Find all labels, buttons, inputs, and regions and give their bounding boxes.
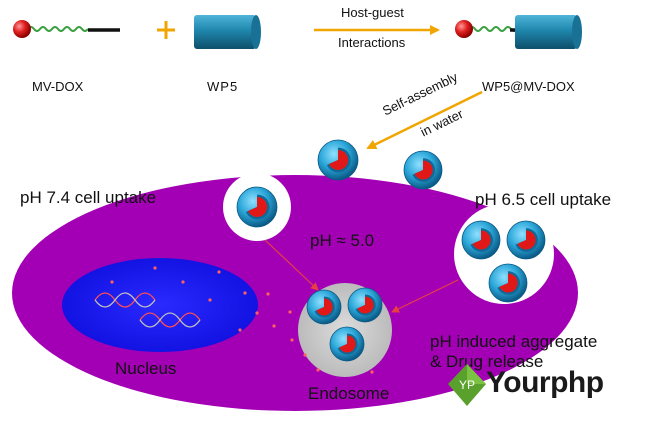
plus-icon: [157, 21, 175, 39]
watermark-text: Yourphp: [486, 366, 604, 399]
ph65-uptake-label: pH 6.5 cell uptake: [475, 190, 612, 209]
cell-body: [12, 175, 578, 411]
interactions-label: Interactions: [338, 35, 406, 50]
micelle-sphere: [461, 220, 501, 260]
arrow-right-to-endosome: [391, 279, 459, 313]
micelle-sphere: [329, 326, 365, 362]
endosome-label: Endosome: [308, 384, 390, 403]
host-guest-label: Host-guest: [341, 5, 404, 20]
micelle-sphere: [488, 263, 528, 303]
micelle-sphere: [317, 139, 359, 181]
micelle-sphere: [403, 150, 443, 190]
complex-label: WP5@MV-DOX: [482, 79, 575, 94]
release-label-line1: pH induced aggregate: [430, 332, 598, 351]
wp5-cylinder: [194, 15, 261, 49]
nucleus-label: Nucleus: [115, 359, 177, 378]
watermark-logo-icon: YP: [448, 364, 486, 406]
endosome-ph-label: pH ≈ 5.0: [310, 231, 375, 250]
watermark-badge: YP: [459, 378, 475, 392]
nucleus: [62, 258, 258, 352]
micelle-sphere: [236, 186, 278, 228]
release-label-line2: & Drug release: [430, 352, 544, 371]
micelles: [236, 139, 546, 362]
dna-icon: [94, 292, 201, 328]
drug-molecules: [110, 266, 374, 374]
arrow-left-to-endosome: [264, 239, 319, 291]
ph74-uptake-label: pH 7.4 cell uptake: [20, 188, 157, 207]
linker-chain: [27, 26, 89, 32]
mv-dox-molecule: [13, 20, 120, 38]
wp5-mv-dox-complex: [455, 15, 582, 49]
micelle-sphere: [306, 289, 342, 325]
micelle-sphere: [506, 220, 546, 260]
wp5-label: WP5: [207, 79, 239, 94]
micelle-sphere: [347, 287, 383, 323]
dox-ball: [13, 20, 31, 38]
mv-dox-label: MV-DOX: [32, 79, 84, 94]
self-assembly-arrow: [366, 90, 483, 150]
